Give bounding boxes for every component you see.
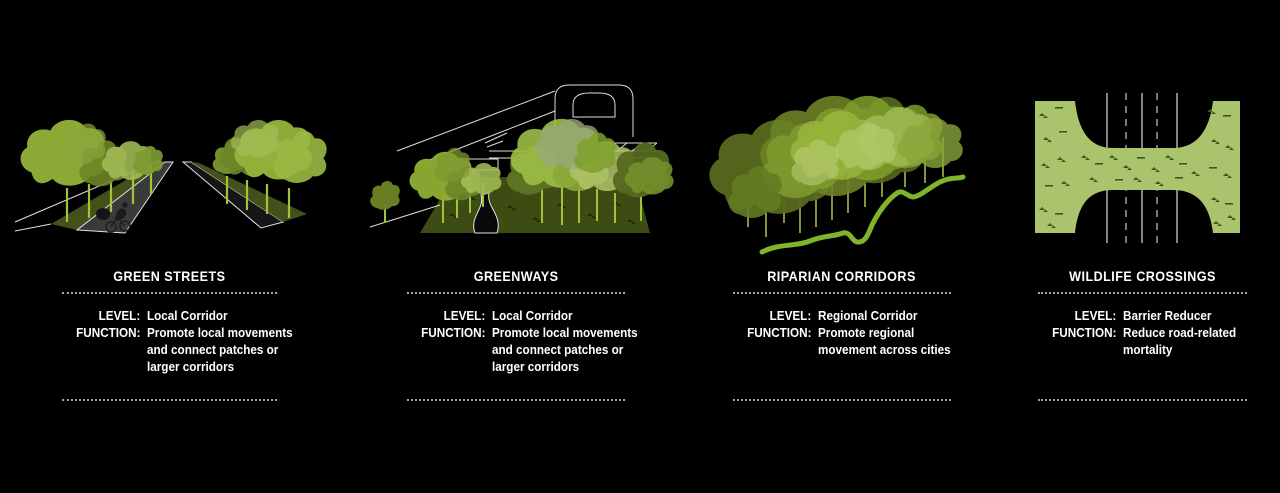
function-value: Promote regional movement across cities xyxy=(818,325,951,357)
level-label: LEVEL: xyxy=(98,308,140,323)
level-value: Barrier Reducer xyxy=(1123,308,1212,323)
panel-greenways: GREENWAYS LEVEL: Local Corridor FUNCTION… xyxy=(407,268,638,401)
vegetation-marks xyxy=(1039,107,1236,228)
cyclist-icon xyxy=(96,202,131,233)
divider-top xyxy=(733,292,951,294)
divider-bottom xyxy=(407,399,625,401)
wildlife-crossings-illustration xyxy=(1025,85,1250,250)
level-label: LEVEL: xyxy=(443,308,485,323)
level-label: LEVEL: xyxy=(769,308,811,323)
panel-riparian-corridors: RIPARIAN CORRIDORS LEVEL: Regional Corri… xyxy=(733,268,951,401)
panel-title: GREENWAYS xyxy=(473,268,559,284)
function-value: Promote local movements and connect patc… xyxy=(147,325,293,374)
function-label: FUNCTION: xyxy=(75,325,140,340)
function-label: FUNCTION: xyxy=(1051,325,1116,340)
function-label: FUNCTION: xyxy=(746,325,811,340)
panel-info: LEVEL: Local Corridor FUNCTION: Promote … xyxy=(62,307,293,375)
divider-bottom xyxy=(1038,399,1247,401)
panel-title: RIPARIAN CORRIDORS xyxy=(767,268,917,284)
greenways-illustration xyxy=(357,55,674,240)
divider-bottom xyxy=(62,399,277,401)
canopy-mass xyxy=(709,95,963,218)
green-streets-illustration xyxy=(14,100,327,245)
level-label: LEVEL: xyxy=(1074,308,1116,323)
ground-edge-line xyxy=(369,204,441,228)
level-value: Local Corridor xyxy=(492,308,573,323)
level-value: Local Corridor xyxy=(147,308,228,323)
tree-trunks xyxy=(384,183,642,225)
panel-title: GREEN STREETS xyxy=(113,268,226,284)
divider-top xyxy=(407,292,625,294)
divider-top xyxy=(62,292,277,294)
function-value: Reduce road-related mortality xyxy=(1123,325,1237,357)
divider-top xyxy=(1038,292,1247,294)
panel-title: WILDLIFE CROSSINGS xyxy=(1069,268,1216,284)
panel-info: LEVEL: Regional Corridor FUNCTION: Promo… xyxy=(733,307,951,358)
panel-green-streets: GREEN STREETS LEVEL: Local Corridor FUNC… xyxy=(62,268,293,401)
panel-info: LEVEL: Local Corridor FUNCTION: Promote … xyxy=(407,307,638,375)
right-verge xyxy=(191,162,307,222)
panel-info: LEVEL: Barrier Reducer FUNCTION: Reduce … xyxy=(1038,307,1247,358)
overpass-shape xyxy=(1035,101,1240,233)
tree-canopies xyxy=(20,119,327,187)
function-value: Promote local movements and connect patc… xyxy=(492,325,638,374)
river-line xyxy=(759,174,966,255)
divider-bottom xyxy=(733,399,951,401)
panel-wildlife-crossings: WILDLIFE CROSSINGS LEVEL: Barrier Reduce… xyxy=(1038,268,1247,401)
riparian-corridors-illustration xyxy=(700,65,975,260)
tree-trunks xyxy=(65,168,291,222)
function-label: FUNCTION: xyxy=(420,325,485,340)
level-value: Regional Corridor xyxy=(818,308,918,323)
